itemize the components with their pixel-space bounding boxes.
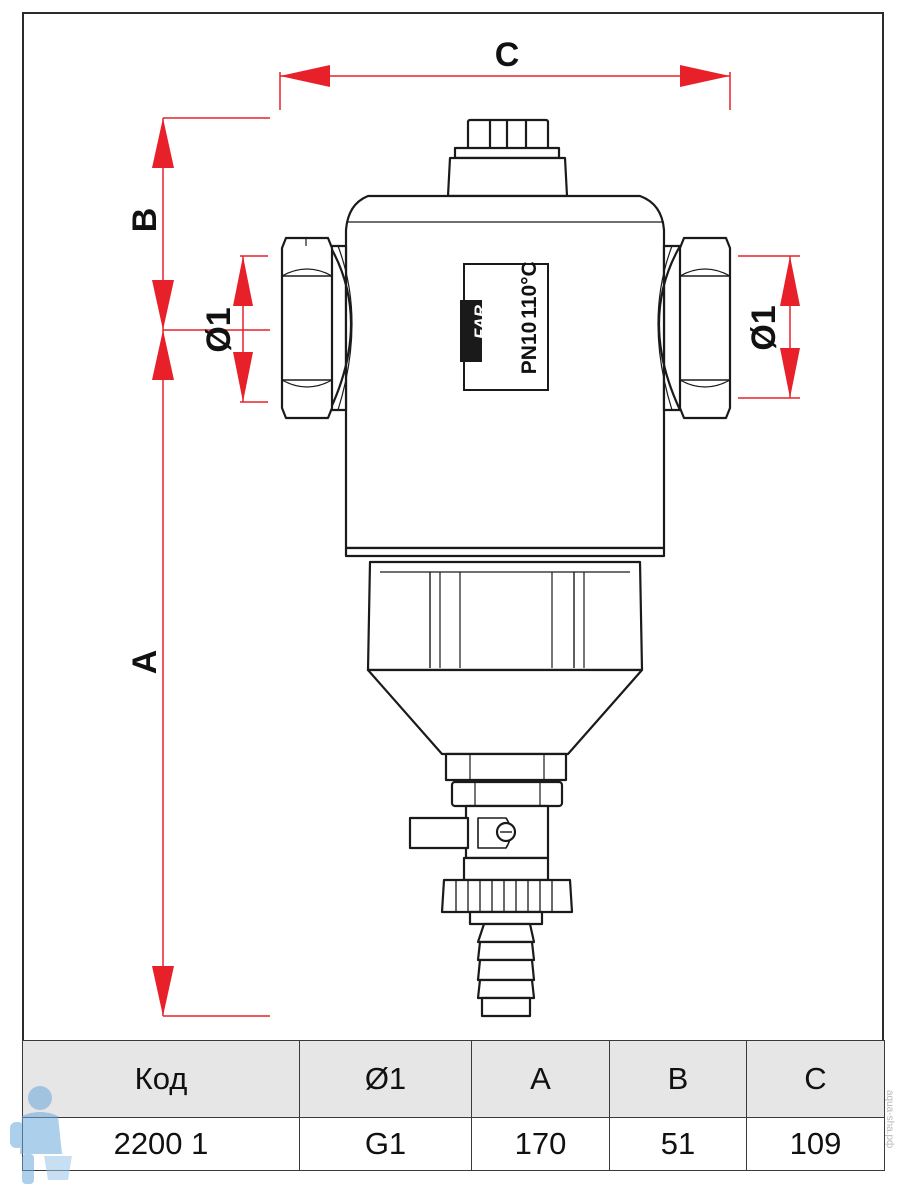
table-cell: 170 — [471, 1117, 610, 1171]
table-row: 2200 1 G1 170 51 109 — [22, 1117, 885, 1171]
dimension-d1-right: Ø1 — [738, 255, 800, 399]
dimension-b: B — [126, 117, 270, 330]
inlet-union-left — [280, 236, 353, 420]
arrow-head-up — [152, 118, 174, 168]
table-header-cell: C — [746, 1040, 885, 1118]
table-cell: 51 — [609, 1117, 747, 1171]
table-cell: 109 — [746, 1117, 885, 1171]
dimension-a-label: A — [126, 650, 164, 675]
arrow-head-down — [152, 966, 174, 1016]
arrow-head-down — [780, 348, 800, 398]
lower-hex-collar — [366, 560, 644, 672]
arrow-head-up — [780, 256, 800, 306]
dirt-separator-drawing: C B A Ø1 Ø1 — [126, 36, 800, 1018]
knurled-drain-nut — [440, 856, 574, 926]
outlet-union-right — [657, 236, 732, 420]
table-cell: G1 — [299, 1117, 472, 1171]
table-header-row: Код Ø1 A B C — [22, 1040, 885, 1118]
arrow-head-down — [233, 352, 253, 402]
table-header-cell: Ø1 — [299, 1040, 472, 1118]
temperature-rating: 110°C — [518, 261, 541, 318]
brand-logo-block — [460, 300, 482, 362]
table-header-cell: B — [609, 1040, 747, 1118]
dimension-c-label: C — [495, 36, 520, 74]
drain-connector — [444, 752, 568, 808]
pressure-rating: PN10 — [518, 322, 541, 375]
drain-valve — [408, 804, 550, 860]
brand-logo: FAR — [471, 304, 490, 339]
conical-bottom — [366, 668, 644, 756]
nameplate: FAR PN10 110°C — [460, 261, 549, 391]
table-header-cell: A — [471, 1040, 610, 1118]
dimension-c: C — [279, 36, 731, 110]
dimension-d1-left: Ø1 — [200, 255, 268, 403]
watermark: aqua-sha.рф — [884, 1090, 895, 1149]
dimension-a: A — [126, 329, 270, 1017]
arrow-head-left — [280, 65, 330, 87]
dimension-d1-right-label: Ø1 — [745, 305, 783, 350]
spec-table: Код Ø1 A B C 2200 1 G1 170 51 109 — [22, 1040, 885, 1171]
arrow-head-up — [152, 330, 174, 380]
dimension-b-label: B — [126, 208, 164, 233]
arrow-head-up — [233, 256, 253, 306]
top-vent-nut — [446, 118, 569, 198]
arrow-head-down — [152, 280, 174, 330]
plumber-mascot-icon — [10, 1086, 72, 1184]
dimension-d1-left-label: Ø1 — [200, 307, 238, 352]
hose-barb — [476, 922, 536, 1018]
arrow-head-right — [680, 65, 730, 87]
